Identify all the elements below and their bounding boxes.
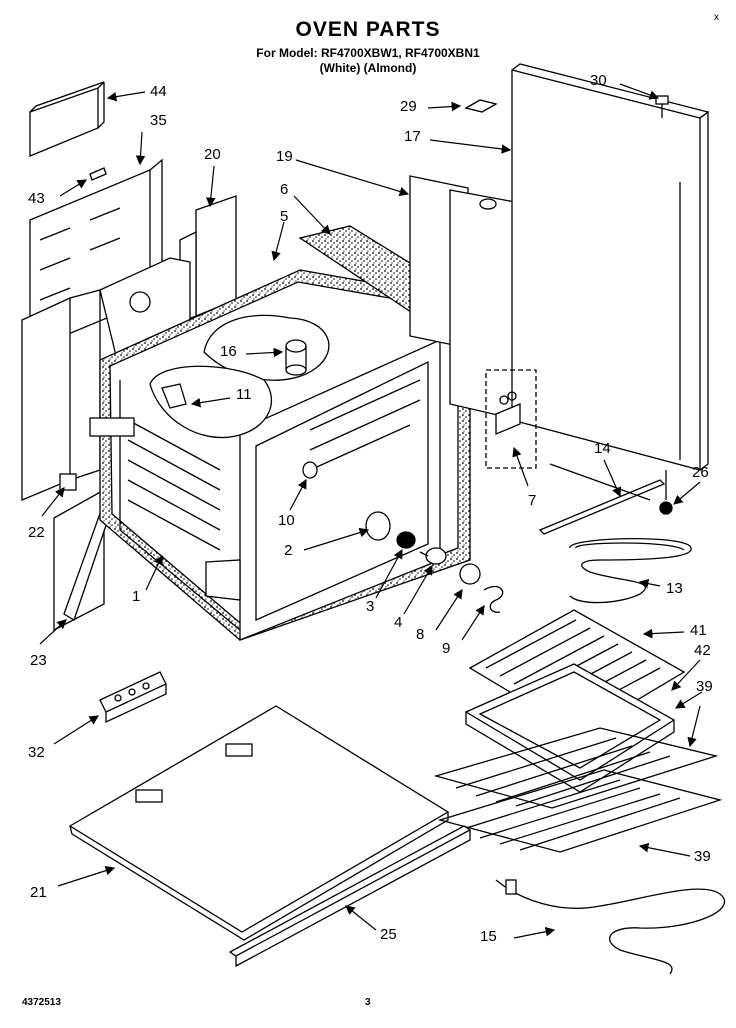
callout-19: 19: [276, 148, 293, 165]
callout-5: 5: [280, 208, 289, 225]
callout-23: 23: [30, 652, 47, 669]
part-29-bracket: [464, 99, 498, 113]
callout-9: 9: [442, 640, 451, 657]
color-variants: (White) (Almond): [319, 61, 417, 75]
part-30-screw: [655, 95, 669, 118]
part-13-bake-element: [569, 537, 692, 604]
callout-39-upper: 39: [696, 678, 713, 695]
callout-44: 44: [150, 83, 167, 100]
callout-22: 22: [28, 524, 45, 541]
leader-lines: [39, 83, 703, 939]
callout-16: 16: [220, 343, 237, 360]
callout-2: 2: [284, 542, 293, 559]
part-17-rear-panel: [511, 63, 710, 471]
callout-39-lower: 39: [694, 848, 711, 865]
callout-30: 30: [590, 72, 607, 89]
part-10-plug: [302, 461, 318, 479]
callout-10: 10: [278, 512, 295, 529]
page-number: 3: [365, 997, 371, 1008]
part-11-hinge-plate: [149, 365, 273, 439]
part-14-element-bracket: [538, 463, 666, 535]
part-2-light-lens: [365, 511, 391, 541]
part-43-clip: [89, 167, 107, 181]
callout-14: 14: [594, 440, 611, 457]
callout-21: 21: [30, 884, 47, 901]
callout-7: 7: [528, 492, 537, 509]
part-3-socket: [396, 531, 416, 549]
callout-42: 42: [694, 642, 711, 659]
part-1-oven-cavity: [89, 269, 471, 641]
callout-11: 11: [236, 386, 252, 403]
callout-43: 43: [28, 190, 45, 207]
part-8-sensor-cap: [459, 563, 481, 585]
part-32-terminal-block: [99, 671, 167, 724]
callout-8: 8: [416, 626, 425, 643]
callout-13: 13: [666, 580, 683, 597]
part-26-leveling-leg: [659, 470, 673, 515]
callout-29: 29: [400, 98, 417, 115]
callout-35: 35: [150, 112, 167, 129]
part-44-vent-trim: [29, 81, 105, 157]
part-9-wire-clip: [483, 585, 504, 613]
part-39-oven-rack-lower: [437, 769, 723, 853]
part-42-broiler-pan: [464, 663, 676, 793]
part-21-bottom-panel: [68, 705, 450, 941]
callout-20: 20: [204, 146, 221, 163]
callout-26: 26: [692, 464, 709, 481]
callout-25: 25: [380, 926, 397, 943]
part-7-terminal-block: [485, 369, 537, 469]
part-4-bulb: [419, 547, 447, 565]
callout-32: 32: [28, 744, 45, 761]
part-15-broil-element: [495, 879, 726, 975]
callout-3: 3: [366, 598, 375, 615]
callout-17: 17: [404, 128, 421, 145]
document-number: 4372513: [22, 997, 61, 1008]
callout-6: 6: [280, 181, 289, 198]
model-line: For Model: RF4700XBW1, RF4700XBN1: [256, 46, 480, 60]
part-25-bottom-rail: [228, 825, 472, 968]
callout-4: 4: [394, 614, 403, 631]
corner-mark: x: [714, 12, 719, 23]
diagram-title: OVEN PARTS: [295, 18, 441, 41]
callout-15: 15: [480, 928, 497, 945]
callout-1: 1: [132, 588, 141, 605]
callout-41: 41: [690, 622, 707, 639]
